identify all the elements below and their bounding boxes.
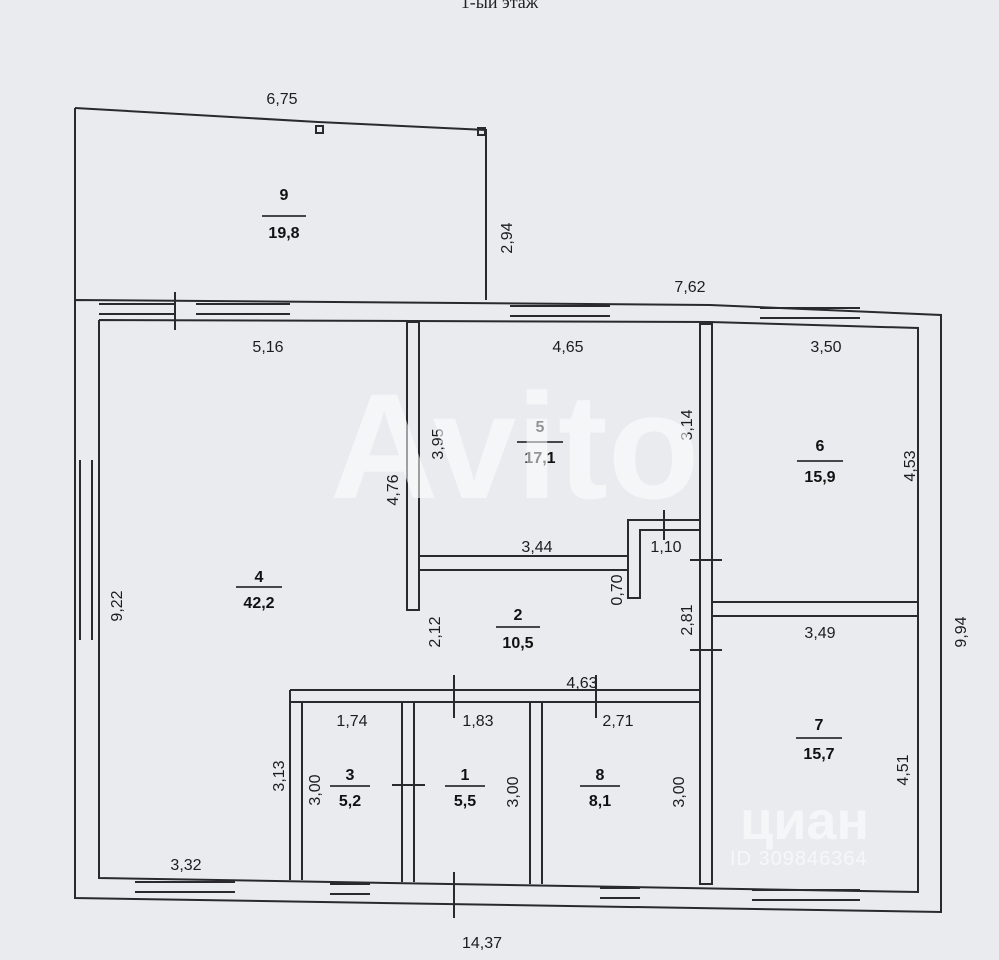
dim-label: 3,00 xyxy=(307,774,324,805)
window xyxy=(330,883,370,895)
plan-title: 1-ый этаж xyxy=(460,0,539,12)
dim-label: 4,76 xyxy=(385,474,402,505)
dim-label: 2,94 xyxy=(499,222,516,253)
dim-label: 3,00 xyxy=(505,776,522,807)
dim-label: 1,10 xyxy=(650,539,681,556)
room-2-area: 10,5 xyxy=(502,635,533,652)
room-5-number: 5 xyxy=(536,419,545,436)
dim-label: 3,13 xyxy=(271,760,288,791)
window xyxy=(135,881,235,893)
cian-watermark: циан xyxy=(740,791,870,851)
wall-3-1 xyxy=(401,702,415,882)
dim-label: 14,37 xyxy=(462,935,502,952)
dim-label: 2,81 xyxy=(679,604,696,635)
room-4-number: 4 xyxy=(255,569,264,586)
wall-4-5 xyxy=(406,321,420,611)
wall-5-2 xyxy=(419,555,628,571)
room-7-area: 15,7 xyxy=(803,746,834,763)
outer-wall-inner xyxy=(98,319,919,894)
room-6-number: 6 xyxy=(816,438,825,455)
room-9-number: 9 xyxy=(280,187,289,204)
dim-label: 2,71 xyxy=(602,713,633,730)
dim-label: 9,22 xyxy=(109,590,126,621)
dim-label: 0,70 xyxy=(609,574,626,605)
wall-1-8 xyxy=(529,702,543,884)
window xyxy=(752,889,860,901)
dim-label: 7,62 xyxy=(674,279,705,296)
dim-label: 3,44 xyxy=(521,539,552,556)
window xyxy=(79,460,93,640)
room-8-number: 8 xyxy=(596,767,605,784)
room-4-area: 42,2 xyxy=(243,595,274,612)
column xyxy=(477,127,486,136)
wall-6-7 xyxy=(712,601,918,617)
window xyxy=(510,305,610,317)
dim-label: 2,12 xyxy=(427,616,444,647)
room-1-area: 5,5 xyxy=(454,793,476,810)
wall-bottom-rooms xyxy=(290,689,700,703)
dim-label: 3,49 xyxy=(804,625,835,642)
room-2-number: 2 xyxy=(514,607,523,624)
room-6-area: 15,9 xyxy=(804,469,835,486)
dim-label: 4,53 xyxy=(902,450,919,481)
cian-id-watermark: ID 309846364 xyxy=(730,848,868,870)
dim-label: 4,65 xyxy=(552,339,583,356)
dim-label: 3,95 xyxy=(430,428,447,459)
room-7-number: 7 xyxy=(815,717,824,734)
window xyxy=(196,303,290,315)
wall-3-left xyxy=(289,690,303,880)
dim-label: 9,94 xyxy=(953,616,970,647)
dim-label: 1,74 xyxy=(336,713,367,730)
room-9-area: 19,8 xyxy=(268,225,299,242)
wall-central xyxy=(699,323,713,885)
dim-label: 4,51 xyxy=(895,754,912,785)
dim-label: 6,75 xyxy=(266,91,297,108)
window xyxy=(99,303,175,315)
column xyxy=(315,125,324,134)
dim-label: 1,83 xyxy=(462,713,493,730)
room-1-number: 1 xyxy=(461,767,470,784)
dim-label: 3,32 xyxy=(170,857,201,874)
room-3-area: 5,2 xyxy=(339,793,361,810)
dim-label: 4,63 xyxy=(566,675,597,692)
avito-watermark: Avito xyxy=(330,362,700,530)
room-3-number: 3 xyxy=(346,767,355,784)
room-5-area: 17,1 xyxy=(524,450,555,467)
dim-label: 5,16 xyxy=(252,339,283,356)
window xyxy=(600,887,640,899)
outer-wall xyxy=(74,299,942,914)
annex-wall xyxy=(74,107,487,300)
dim-label: 3,00 xyxy=(671,776,688,807)
dim-label: 3,14 xyxy=(679,409,696,440)
dim-label: 3,50 xyxy=(810,339,841,356)
window xyxy=(760,307,860,319)
room-8-area: 8,1 xyxy=(589,793,611,810)
